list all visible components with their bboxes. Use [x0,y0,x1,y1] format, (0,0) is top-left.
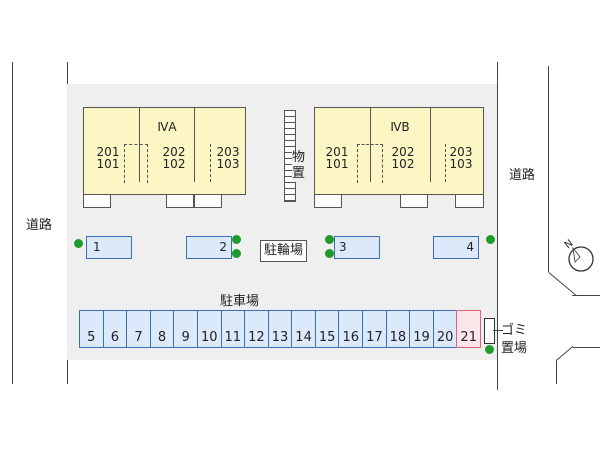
porch [166,194,194,208]
parking-space-19: 19 [409,310,434,348]
parking-space-15: 15 [314,310,340,348]
road-edge-right-corner [548,272,577,296]
parking-space-9: 9 [173,310,198,348]
building-name: ⅣA [157,120,177,134]
garbage-label: ゴミ置場 [501,323,528,356]
tree-icon [232,249,241,258]
parking-space-18: 18 [385,310,411,348]
bike-spot-2: 2 [186,236,232,259]
bike-spot-4: 4 [433,236,479,259]
parking-space-13: 13 [267,310,293,348]
tree-icon [325,235,334,244]
storage-label: 物置 [292,150,306,182]
road-label-right: 道路 [509,168,536,183]
side-road-edge [572,295,600,296]
parking-space-7: 7 [126,310,151,348]
parking-space-14: 14 [291,310,316,348]
garbage-leader [493,330,503,331]
porch [455,194,484,208]
tree-icon [74,239,83,248]
side-road-edge-lower [573,347,600,348]
road-label-left: 道路 [26,218,53,233]
porch [83,194,111,208]
tree-icon [232,235,241,244]
parking-space-8: 8 [149,310,175,348]
bike-spot-3: 3 [334,236,380,259]
garbage-box [484,318,495,344]
road-edge-right-lower [556,360,557,384]
parking-space-6: 6 [102,310,128,348]
parking-space-11: 11 [220,310,246,348]
parking-space-21: 21 [456,310,481,348]
road-edge-left [12,62,13,384]
road-edge-lower-curve [556,345,574,361]
bicycle-parking-label: 駐輪場 [260,240,308,262]
parking-space-12: 12 [244,310,269,348]
north-arrow-icon: N [561,238,597,274]
parking-space-16: 16 [338,310,364,348]
building-name: ⅣB [390,120,410,134]
tree-icon [486,235,495,244]
parking-space-5: 5 [79,310,104,348]
road-edge-right-upper [548,66,549,272]
tree-icon [485,345,494,354]
porch [400,194,428,208]
parking-space-20: 20 [432,310,458,348]
lot-edge-right [497,62,498,390]
tree-icon [325,249,334,258]
porch [194,194,222,208]
parking-lot-label: 駐車場 [220,294,260,309]
parking-space-10: 10 [196,310,222,348]
parking-space-17: 17 [362,310,387,348]
porch [314,194,342,208]
bike-spot-1: 1 [86,236,132,259]
